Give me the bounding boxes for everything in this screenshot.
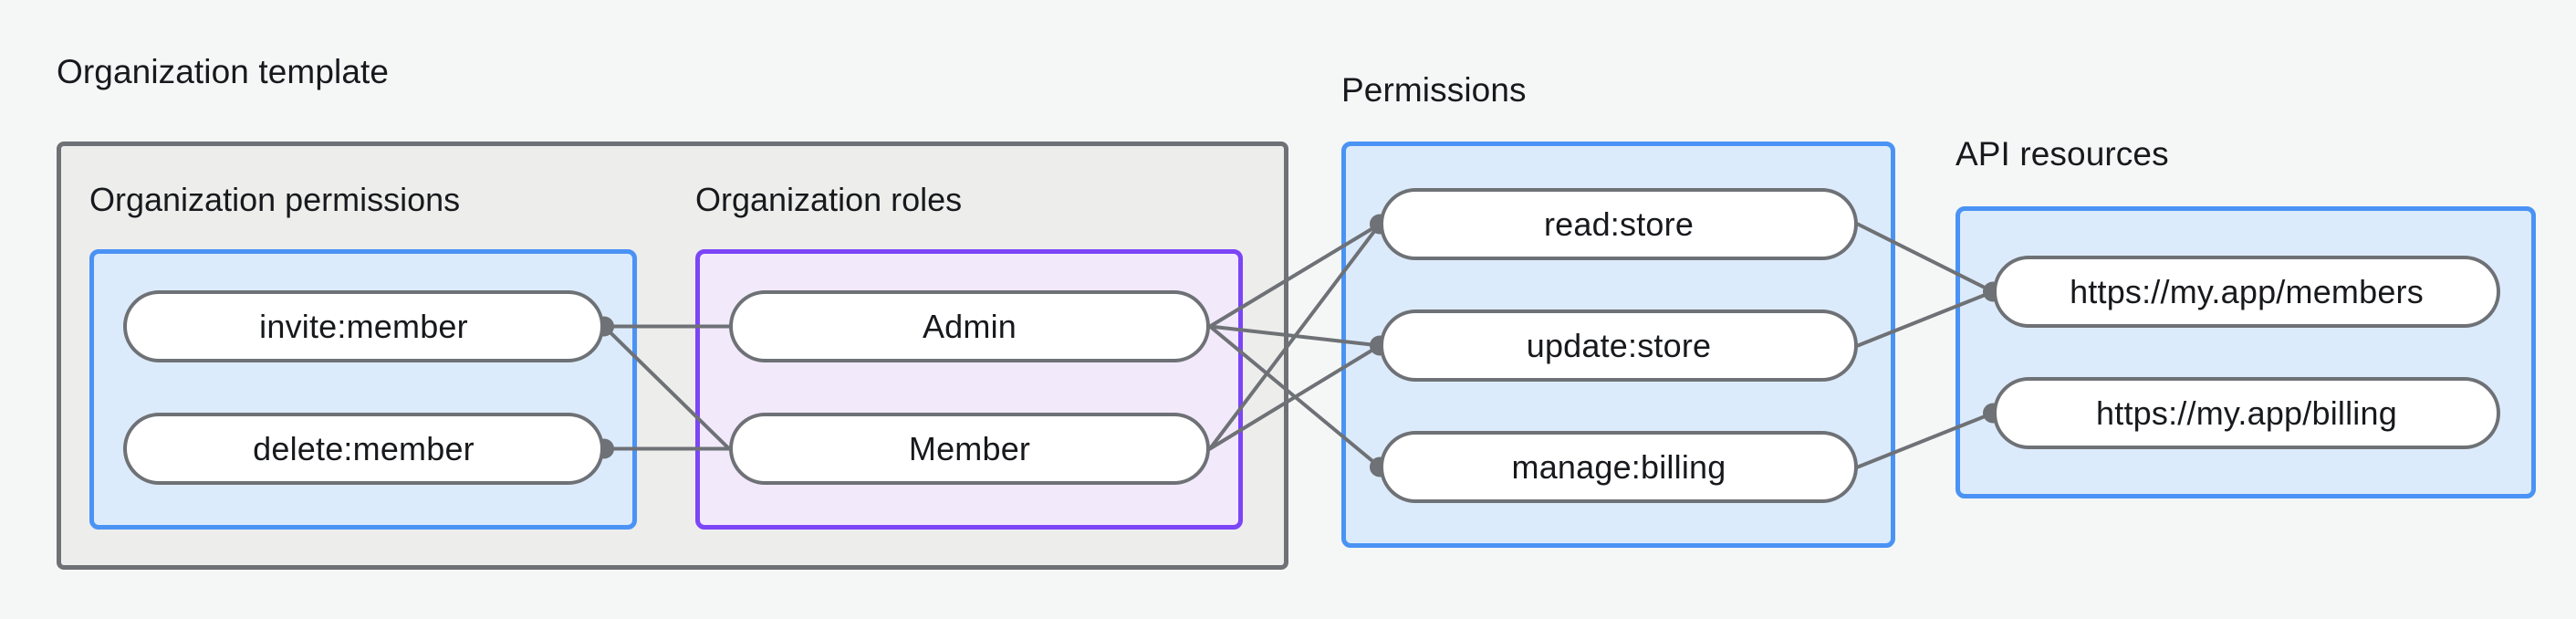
node-delete-member-label: delete:member (253, 429, 475, 467)
node-invite-member-label: invite:member (259, 307, 468, 345)
node-manage-billing-label: manage:billing (1511, 447, 1726, 486)
group-title-permissions: Permissions (1341, 71, 1527, 109)
node-update-store-label: update:store (1526, 326, 1712, 364)
node-read-store-label: read:store (1543, 205, 1695, 243)
node-read-store[interactable]: read:store (1380, 188, 1858, 260)
node-member-label: Member (908, 429, 1031, 467)
node-members-url[interactable]: https://my.app/members (1993, 256, 2500, 328)
node-members-url-label: https://my.app/members (2070, 272, 2424, 310)
subgroup-title-organization-permissions: Organization permissions (89, 181, 461, 218)
node-admin[interactable]: Admin (729, 290, 1210, 362)
node-delete-member[interactable]: delete:member (123, 413, 604, 485)
node-manage-billing[interactable]: manage:billing (1380, 431, 1858, 503)
node-billing-url-label: https://my.app/billing (2096, 393, 2397, 432)
node-member[interactable]: Member (729, 413, 1210, 485)
node-billing-url[interactable]: https://my.app/billing (1993, 377, 2500, 449)
node-update-store[interactable]: update:store (1380, 310, 1858, 382)
node-admin-label: Admin (922, 307, 1017, 345)
panel-api-resources (1955, 206, 2536, 498)
group-title-organization-template: Organization template (57, 53, 390, 90)
group-title-api-resources: API resources (1955, 135, 2169, 173)
node-invite-member[interactable]: invite:member (123, 290, 604, 362)
subgroup-title-organization-roles: Organization roles (695, 181, 963, 218)
